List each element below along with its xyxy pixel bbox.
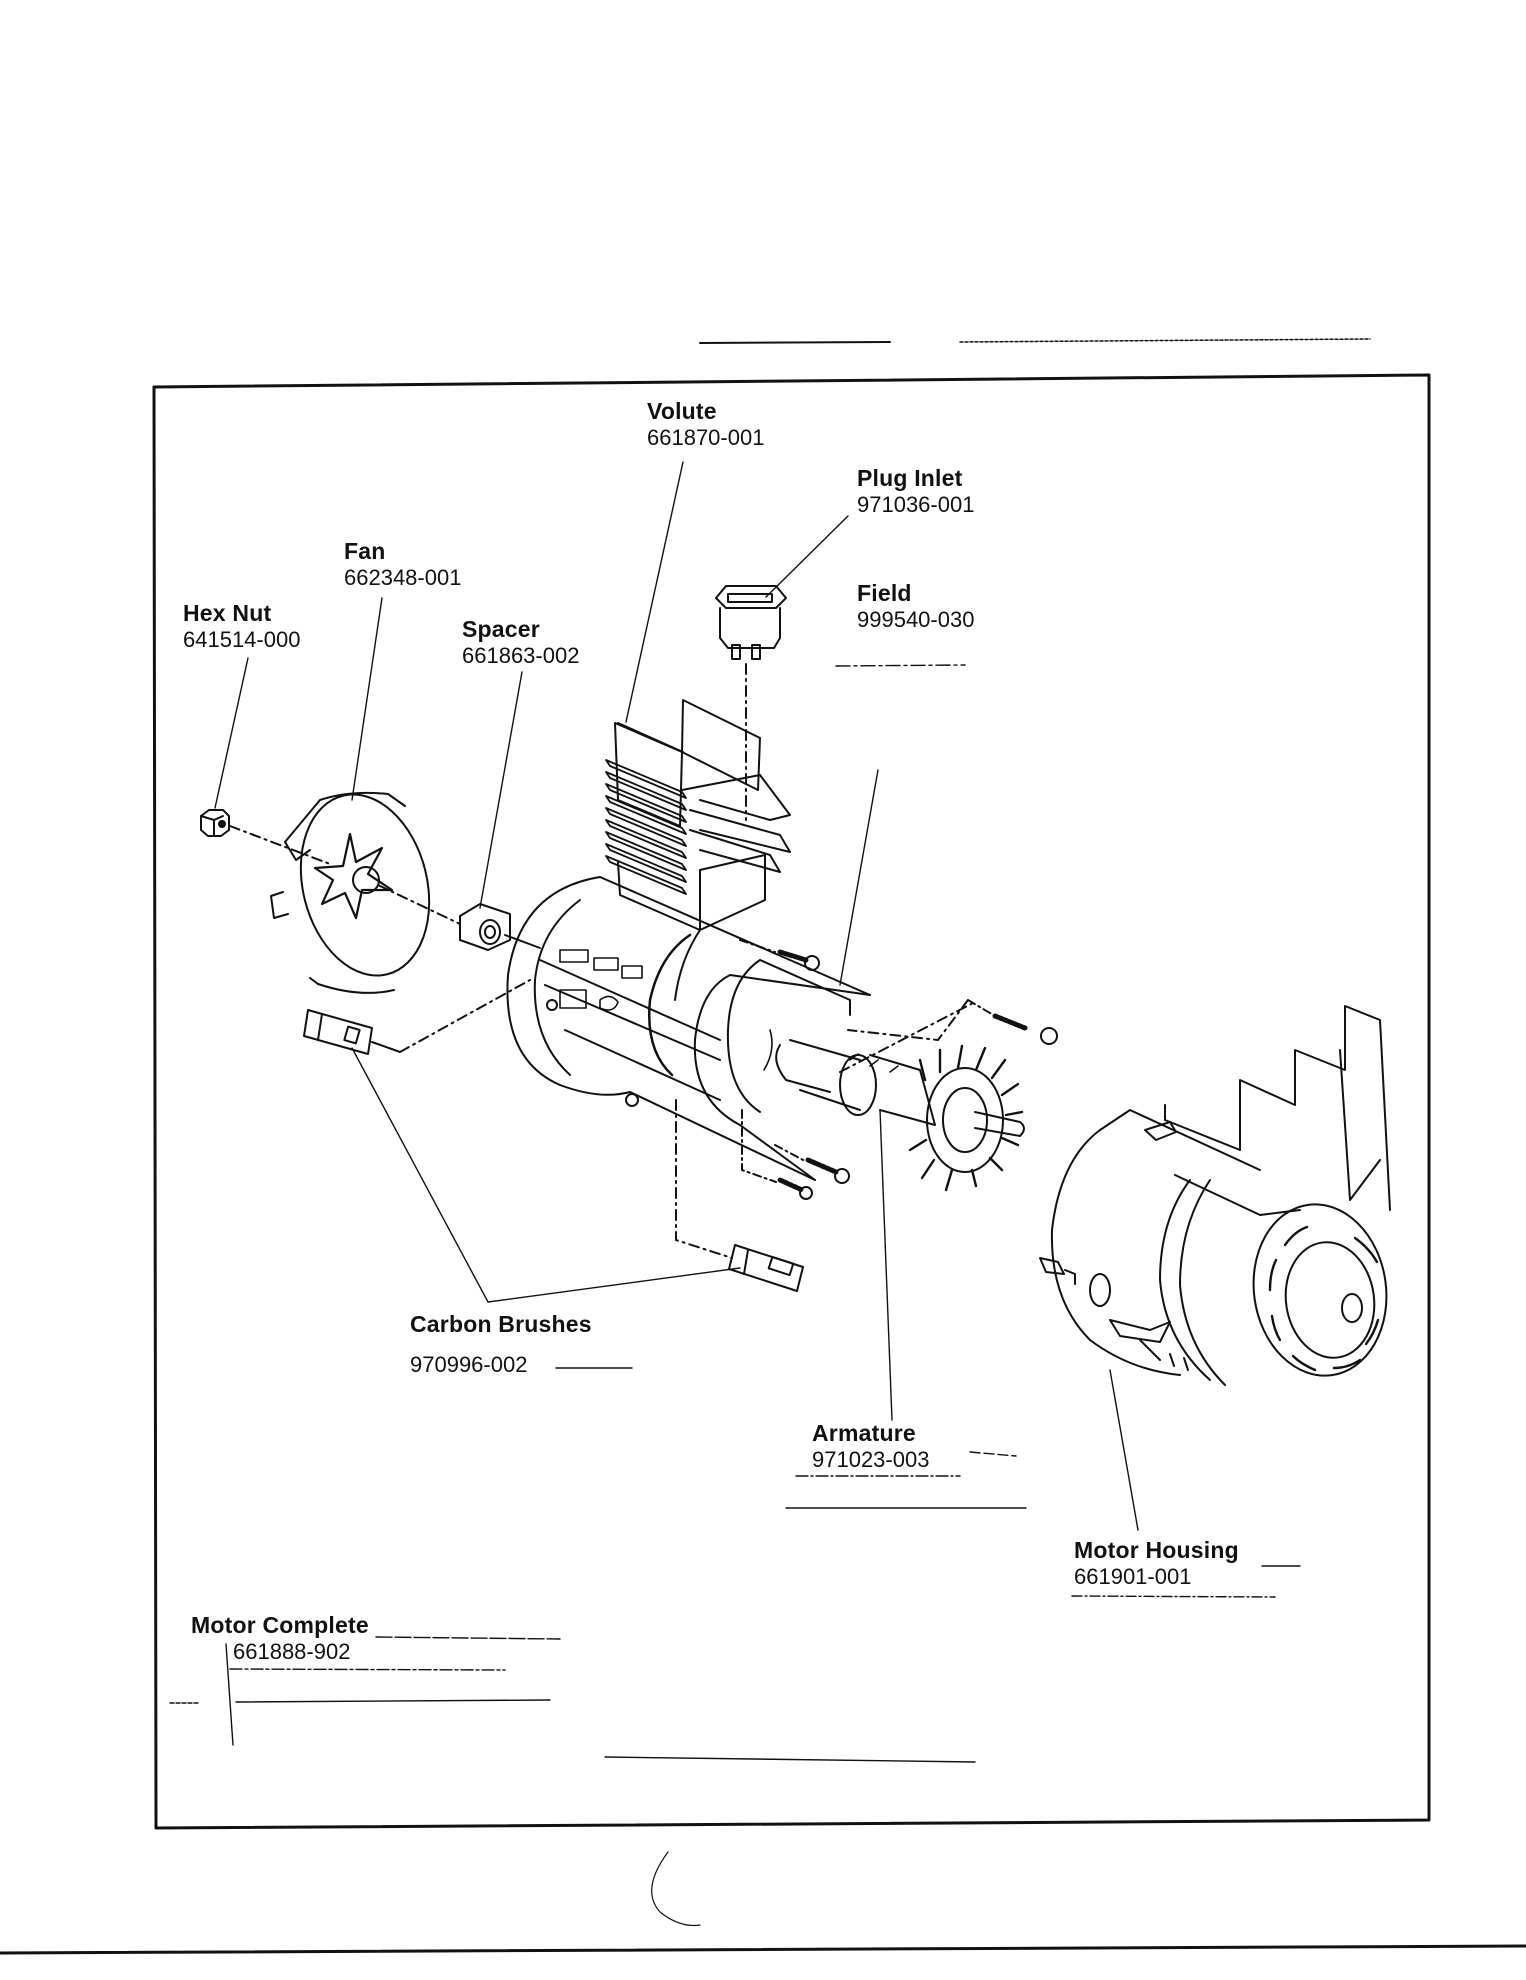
carbon-brush-left-axis xyxy=(399,979,531,1053)
part-number: 971036-001 xyxy=(857,492,975,518)
carbon-brush-bottom-axis xyxy=(675,1099,733,1259)
part-name: Field xyxy=(857,580,912,606)
part-number: 661901-001 xyxy=(1074,1564,1192,1590)
part-name: Fan xyxy=(344,538,386,564)
label-motor-complete: Motor Complete 661888-902 xyxy=(191,1612,369,1665)
fan-axis-line xyxy=(377,884,461,925)
part-name: Plug Inlet xyxy=(857,465,963,491)
motor-complete-leader xyxy=(225,1643,234,1746)
part-name: Armature xyxy=(812,1420,916,1446)
carbon-brush-left-drawing xyxy=(303,1009,373,1055)
hex-nut-leader xyxy=(214,657,249,809)
diagram-frame xyxy=(152,373,1431,1830)
spacer-leader xyxy=(479,671,523,909)
hex-nut-drawing xyxy=(200,809,230,837)
part-number: 662348-001 xyxy=(344,565,462,591)
plug-inlet-drawing xyxy=(715,585,787,660)
label-spacer: Spacer 661863-002 xyxy=(462,616,579,669)
spacer-axis-line xyxy=(504,934,541,949)
label-plug-inlet: Plug Inlet 971036-001 xyxy=(857,465,974,518)
field-housing-drawing xyxy=(506,876,871,1181)
armature-axis-line xyxy=(839,1001,976,1073)
part-name: Motor Housing xyxy=(1074,1537,1239,1563)
field-screws-drawing xyxy=(739,939,1058,1200)
scan-smudge-mark xyxy=(651,1851,701,1927)
part-number: 641514-000 xyxy=(183,627,301,653)
hex-nut-axis-line xyxy=(229,825,331,865)
carbon-brush-left-lead xyxy=(371,1041,401,1053)
label-carbon-brushes: Carbon Brushes 970996-002 xyxy=(410,1311,592,1378)
part-number: 970996-002 xyxy=(410,1352,528,1378)
part-name: Spacer xyxy=(462,616,540,642)
part-number: 661870-001 xyxy=(647,425,765,451)
label-armature: Armature 971023-003 xyxy=(812,1420,929,1473)
label-hex-nut: Hex Nut 641514-000 xyxy=(183,600,300,653)
fan-leader xyxy=(351,597,383,801)
volute-leader xyxy=(625,461,684,723)
part-number: 999540-030 xyxy=(857,607,975,633)
armature-drawing xyxy=(775,1039,1025,1192)
plug-inlet-leader xyxy=(765,515,849,598)
carbon-brush-bottom-drawing xyxy=(728,1244,804,1292)
label-motor-housing: Motor Housing 661901-001 xyxy=(1074,1537,1239,1590)
motor-housing-leader xyxy=(1109,1369,1139,1531)
label-field: Field 999540-030 xyxy=(857,580,974,633)
fan-drawing xyxy=(270,791,431,994)
label-fan: Fan 662348-001 xyxy=(344,538,461,591)
part-name: Volute xyxy=(647,398,717,424)
leader-lines xyxy=(214,461,1139,1746)
label-underlines xyxy=(169,664,1301,1763)
spacer-drawing xyxy=(459,903,511,951)
volute-drawing xyxy=(605,699,791,931)
armature-leader xyxy=(879,1109,893,1421)
part-number: 661888-902 xyxy=(233,1639,351,1665)
top-scan-rule xyxy=(699,341,891,344)
part-name: Carbon Brushes xyxy=(410,1311,592,1337)
label-volute: Volute 661870-001 xyxy=(647,398,764,451)
part-name: Motor Complete xyxy=(191,1612,369,1638)
top-scan-rule-dotted xyxy=(959,338,1371,343)
part-number: 971023-003 xyxy=(812,1447,930,1473)
page-rules xyxy=(0,338,1526,1955)
carbon-brushes-leader xyxy=(351,1047,741,1303)
part-name: Hex Nut xyxy=(183,600,272,626)
motor-housing-drawing xyxy=(1039,1005,1391,1386)
field-leader xyxy=(839,769,879,986)
bottom-scan-rule xyxy=(0,1944,1526,1955)
part-number: 661863-002 xyxy=(462,643,580,669)
